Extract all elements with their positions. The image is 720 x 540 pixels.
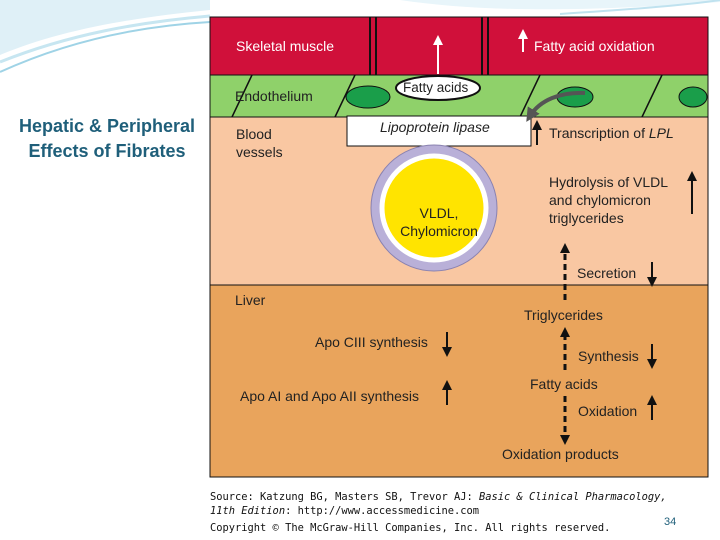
source-edition: 11th Edition bbox=[210, 505, 286, 517]
hydrolysis-line-1: Hydrolysis of VLDL bbox=[549, 174, 669, 190]
transcription-text: Transcription of bbox=[549, 125, 649, 141]
vldl-line-1: VLDL, bbox=[419, 205, 459, 221]
label-skeletal-muscle: Skeletal muscle bbox=[236, 38, 335, 54]
label-transcription-lpl: Transcription of LPL bbox=[549, 125, 674, 141]
label-liver: Liver bbox=[235, 292, 266, 308]
label-lipoprotein-lipase: Lipoprotein lipase bbox=[380, 119, 490, 135]
hydrolysis-line-2: and chylomicron bbox=[549, 192, 651, 208]
source-citation: Source: Katzung BG, Masters SB, Trevor A… bbox=[210, 490, 680, 518]
label-endothelium: Endothelium bbox=[235, 88, 313, 104]
slide-title: Hepatic & Peripheral Effects of Fibrates bbox=[4, 114, 210, 164]
source-url: : http://www.accessmedicine.com bbox=[285, 505, 480, 517]
vldl-particle-core bbox=[379, 153, 489, 263]
label-secretion: Secretion bbox=[577, 265, 637, 281]
decorative-swoosh bbox=[0, 0, 720, 73]
label-fatty-acid-oxidation: Fatty acid oxidation bbox=[534, 38, 655, 54]
label-vldl-chylomicron: VLDL, Chylomicron bbox=[394, 204, 484, 240]
title-line-2: Effects of Fibrates bbox=[28, 141, 186, 161]
fatty-acids-bubble bbox=[395, 75, 481, 101]
label-blood-vessels: Blood vessels bbox=[236, 125, 283, 161]
source-book: Basic & Clinical Pharmacology, bbox=[479, 491, 667, 503]
liver-region bbox=[209, 284, 709, 478]
hydrolysis-line-3: triglycerides bbox=[549, 210, 624, 226]
page-number: 34 bbox=[664, 516, 677, 528]
label-oxidation: Oxidation bbox=[578, 403, 638, 419]
vldl-line-2: Chylomicron bbox=[400, 223, 478, 239]
transcription-gene: LPL bbox=[648, 125, 674, 141]
label-fatty-acids: Fatty acids bbox=[530, 376, 598, 392]
label-apo-ai-aii: Apo AI and Apo AII synthesis bbox=[240, 388, 420, 404]
title-line-1: Hepatic & Peripheral bbox=[18, 116, 196, 136]
label-fatty-acids-bubble: Fatty acids bbox=[403, 80, 469, 95]
blood-line-2: vessels bbox=[236, 144, 283, 160]
label-oxidation-products: Oxidation products bbox=[502, 446, 619, 462]
copyright-notice: Copyright © The McGraw-Hill Companies, I… bbox=[210, 522, 611, 534]
blood-line-1: Blood bbox=[236, 126, 272, 142]
label-triglycerides: Triglycerides bbox=[524, 307, 603, 323]
source-prefix: Source: Katzung BG, Masters SB, Trevor A… bbox=[210, 491, 479, 503]
label-apo-ciii: Apo CIII synthesis bbox=[315, 334, 428, 350]
label-synthesis: Synthesis bbox=[578, 348, 639, 364]
label-hydrolysis: Hydrolysis of VLDL and chylomicron trigl… bbox=[549, 173, 668, 227]
